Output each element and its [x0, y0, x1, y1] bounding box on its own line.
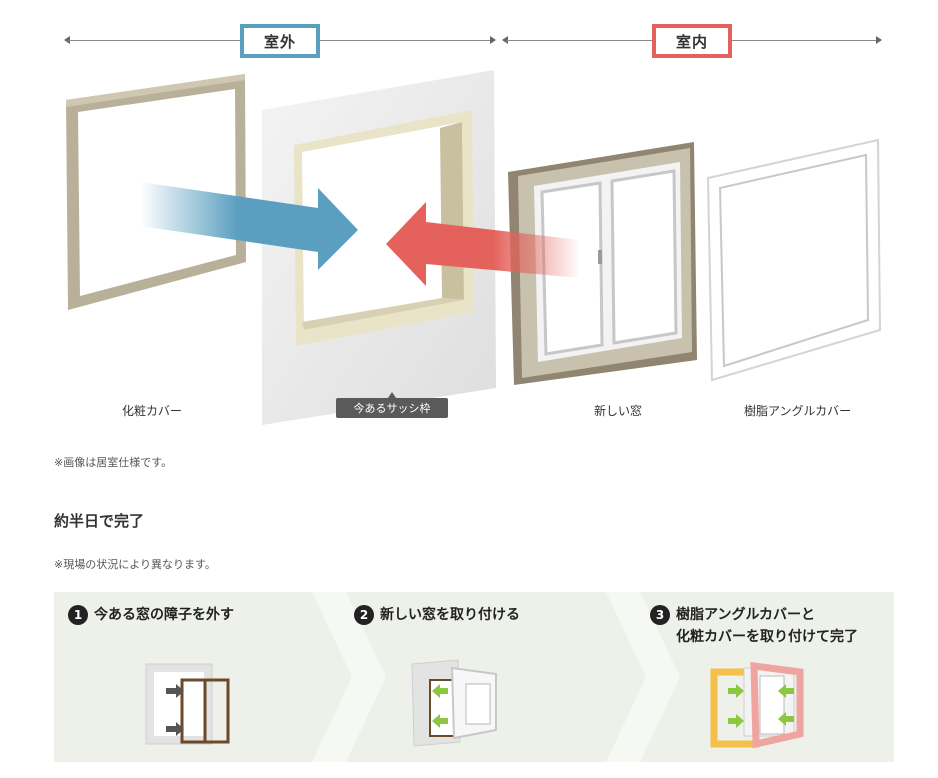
step-2-title: 2 新しい窓を取り付ける [354, 604, 520, 626]
existing-sash-tag: 今あるサッシ枠 [336, 398, 448, 418]
step-1-title: 1 今ある窓の障子を外す [68, 604, 234, 626]
resin-angle-cover-caption: 樹脂アングルカバー [744, 404, 852, 418]
resin-angle-cover-frame [706, 138, 882, 382]
existing-sash-tag-pointer [388, 392, 396, 398]
step1-illustration [145, 663, 230, 745]
outdoor-blue-arrow [140, 182, 358, 270]
step-separator-2 [606, 592, 680, 762]
indoor-label: 室内 [652, 24, 732, 58]
outdoor-arrow-right [490, 36, 496, 44]
site-note: ※現場の状況により異なります。 [54, 558, 216, 571]
new-window-caption: 新しい窓 [594, 404, 643, 418]
step-separator-1 [312, 592, 386, 762]
step-3-text-line1: 樹脂アングルカバーと [676, 607, 816, 623]
step3-illustration [710, 662, 804, 749]
indoor-arrow-right [876, 36, 882, 44]
steps-band: 1 今ある窓の障子を外す 2 新しい窓を取り付ける 3 樹脂アングルカバーと 化… [54, 592, 894, 762]
step-2-text: 新しい窓を取り付ける [380, 607, 520, 623]
section-title: 約半日で完了 [54, 512, 145, 530]
step-1-number: 1 [68, 605, 88, 625]
new-window-unit [508, 142, 697, 385]
decor-cover-frame [66, 74, 246, 310]
step2-illustration [411, 659, 497, 747]
indoor-arrow-left [502, 36, 508, 44]
decor-cover-caption: 化粧カバー [122, 404, 183, 418]
step-3-text-line2: 化粧カバーを取り付けて完了 [676, 629, 858, 645]
step-1-text: 今ある窓の障子を外す [94, 607, 234, 623]
step-3-title: 3 樹脂アングルカバーと 化粧カバーを取り付けて完了 [650, 604, 858, 648]
indoor-red-arrow [386, 202, 580, 286]
outdoor-arrow-left [64, 36, 70, 44]
outdoor-label: 室外 [240, 24, 320, 58]
exploded-window-illustration [66, 70, 882, 425]
steps-illustrations [145, 592, 804, 762]
image-note: ※画像は居室仕様です。 [54, 456, 173, 469]
step-3-number: 3 [650, 605, 670, 625]
step-2-number: 2 [354, 605, 374, 625]
